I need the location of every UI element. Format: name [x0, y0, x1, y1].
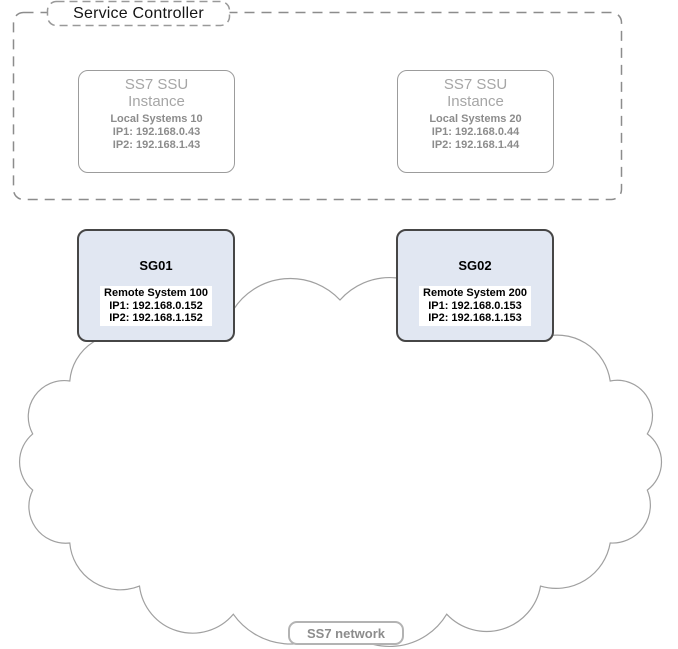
service-controller-label-plate: [46, 0, 231, 27]
ssu-instance-title-line2: Instance: [447, 93, 504, 110]
gateway-info-block: Remote System 200 IP1: 192.168.0.153 IP2…: [419, 286, 531, 326]
service-controller-frame: [12, 11, 623, 201]
ssu-instance-title-line1: SS7 SSU: [443, 76, 508, 93]
gateway-info-block: Remote System 100 IP1: 192.168.0.152 IP2…: [100, 286, 212, 326]
ssu-instance-title-line2: Instance: [128, 93, 185, 110]
ssu-local-system-label: Local Systems 20: [429, 113, 522, 125]
ssu-ip2-label: IP2: 192.168.1.44: [431, 139, 520, 151]
ssu-ip2-label: IP2: 192.168.1.43: [112, 139, 201, 151]
ssu-instance-title-line1: SS7 SSU: [124, 76, 189, 93]
gateway-remote-system-label: Remote System 100: [104, 287, 208, 299]
gateway-remote-system-label: Remote System 200: [423, 287, 527, 299]
ssu-instance-box-1: SS7 SSU Instance Local Systems 10 IP1: 1…: [78, 70, 235, 173]
ssu-local-system-label: Local Systems 10: [110, 113, 203, 125]
service-controller-label: Service Controller: [73, 4, 204, 22]
gateway-ip2-label: IP2: 192.168.1.153: [428, 312, 522, 324]
ssu-ip1-label: IP1: 192.168.0.43: [112, 126, 201, 138]
gateway-name: SG01: [139, 258, 173, 273]
ss7-network-label: SS7 network: [288, 621, 404, 645]
gateway-ip1-label: IP1: 192.168.0.153: [428, 299, 522, 312]
ssu-ip1-label: IP1: 192.168.0.44: [431, 126, 520, 138]
ssu-instance-box-2: SS7 SSU Instance Local Systems 20 IP1: 1…: [397, 70, 554, 173]
gateway-ip1-label: IP1: 192.168.0.152: [109, 299, 203, 312]
gateway-name: SG02: [458, 258, 492, 273]
gateway-ip2-label: IP2: 192.168.1.152: [109, 312, 203, 324]
gateway-box-sg02: SG02 Remote System 200 IP1: 192.168.0.15…: [396, 229, 554, 342]
gateway-box-sg01: SG01 Remote System 100 IP1: 192.168.0.15…: [77, 229, 235, 342]
